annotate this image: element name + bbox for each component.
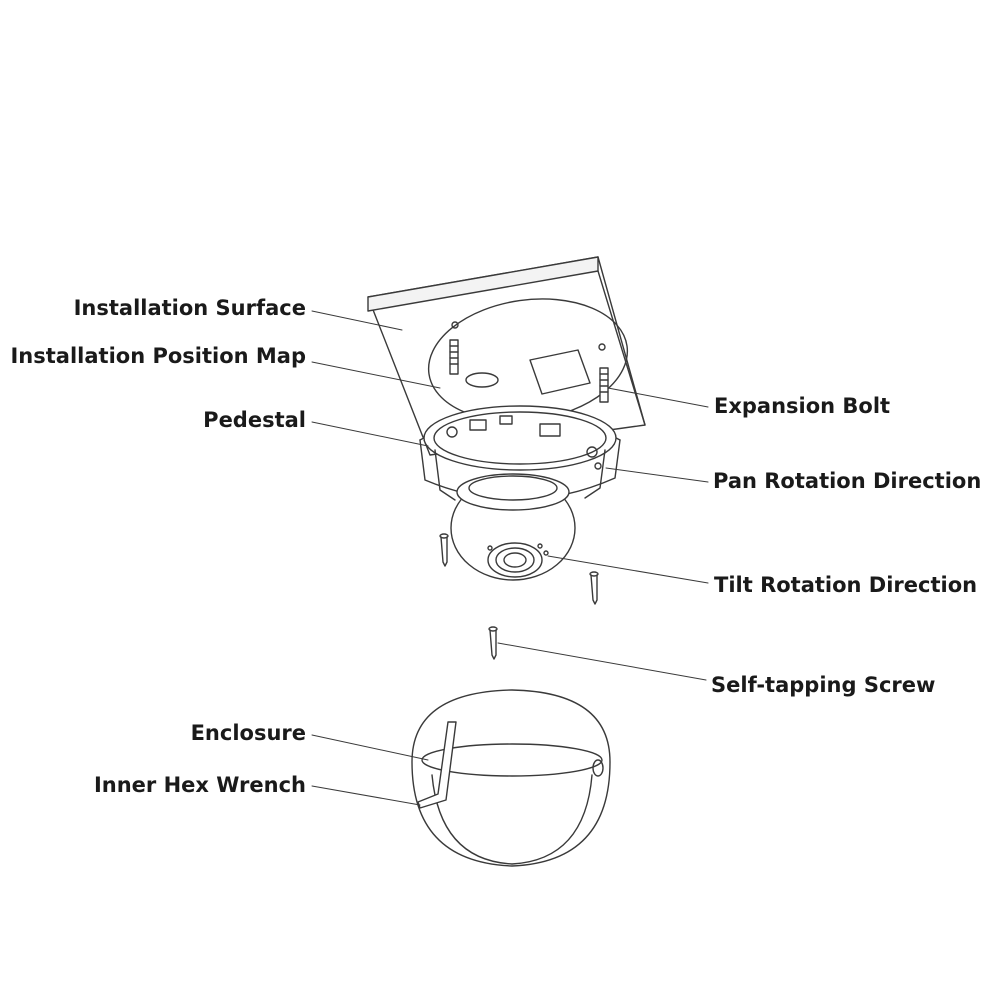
leader-self-tapping-screw — [497, 642, 707, 681]
self-tapping-screw-right — [589, 571, 599, 605]
label-inner-hex-wrench: Inner Hex Wrench — [93, 773, 306, 797]
inner-hex-wrench — [417, 721, 457, 809]
leader-installation-position-map — [311, 361, 441, 389]
installation-position-map — [427, 298, 629, 422]
camera-module — [450, 473, 576, 581]
label-expansion-bolt: Expansion Bolt — [714, 394, 891, 418]
leader-lines — [311, 310, 709, 806]
label-installation-surface: Installation Surface — [73, 296, 306, 320]
installation-surface-plate — [367, 256, 646, 456]
self-tapping-screw-left — [439, 533, 449, 567]
expansion-bolt-right — [599, 367, 609, 403]
label-pedestal: Pedestal — [203, 408, 306, 432]
leader-expansion-bolt — [607, 387, 709, 408]
leader-tilt-rotation-direction — [547, 555, 709, 584]
self-tapping-screw-center — [488, 626, 498, 660]
expansion-bolt-left — [449, 339, 459, 375]
label-self-tapping-screw: Self-tapping Screw — [711, 673, 936, 697]
label-installation-position-map: Installation Position Map — [10, 344, 306, 368]
label-pan-rotation-direction: Pan Rotation Direction — [713, 469, 982, 493]
pedestal — [419, 405, 621, 501]
leader-inner-hex-wrench — [311, 785, 421, 806]
leader-enclosure — [311, 734, 429, 761]
leader-installation-surface — [311, 310, 403, 331]
leader-pan-rotation-direction — [605, 467, 709, 483]
enclosure — [411, 689, 611, 867]
leader-pedestal — [311, 421, 429, 447]
label-tilt-rotation-direction: Tilt Rotation Direction — [714, 573, 978, 597]
label-enclosure: Enclosure — [190, 721, 306, 745]
